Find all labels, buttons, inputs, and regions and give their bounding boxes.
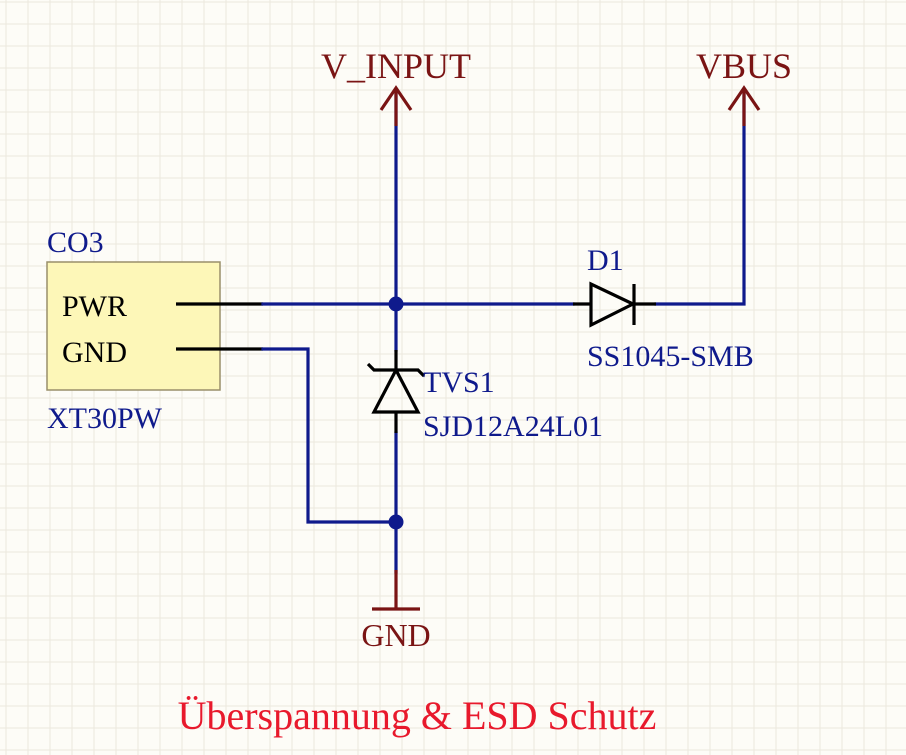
v-input-arrow-icon (379, 85, 413, 111)
vbus-arrow-icon (727, 85, 761, 111)
schematic-title: Überspannung & ESD Schutz (178, 693, 657, 738)
gnd-label: GND (361, 617, 430, 653)
junction-dot-gnd (388, 514, 404, 530)
connector-part: XT30PW (47, 402, 163, 435)
diode-d1-part: SS1045-SMB (587, 340, 754, 373)
tvs1-designator: TVS1 (423, 366, 495, 399)
v-input-label: V_INPUT (321, 46, 471, 86)
vbus-label: VBUS (696, 46, 792, 86)
junction-dot-pwr (388, 296, 404, 312)
connector-pin-pwr-label: PWR (62, 290, 127, 323)
wire-vbus[interactable] (654, 88, 746, 306)
port-gnd[interactable]: GND (361, 570, 431, 653)
wires (261, 88, 746, 574)
connector-body (46, 261, 221, 391)
diode-d1[interactable]: D1 SS1045-SMB (573, 244, 754, 373)
port-v-input[interactable]: V_INPUT (321, 46, 471, 126)
connector-co3[interactable]: CO3 PWR GND XT30PW (46, 226, 263, 435)
connector-pin-gnd-label: GND (62, 336, 127, 369)
connector-designator: CO3 (47, 226, 104, 259)
tvs-diode-tvs1[interactable]: TVS1 SJD12A24L01 (366, 350, 603, 443)
wire-gnd-net[interactable] (261, 347, 398, 524)
tvs1-part: SJD12A24L01 (423, 410, 603, 443)
diode-d1-designator: D1 (587, 244, 624, 277)
port-vbus[interactable]: VBUS (696, 46, 792, 126)
diode-d1-triangle-icon (589, 281, 637, 328)
